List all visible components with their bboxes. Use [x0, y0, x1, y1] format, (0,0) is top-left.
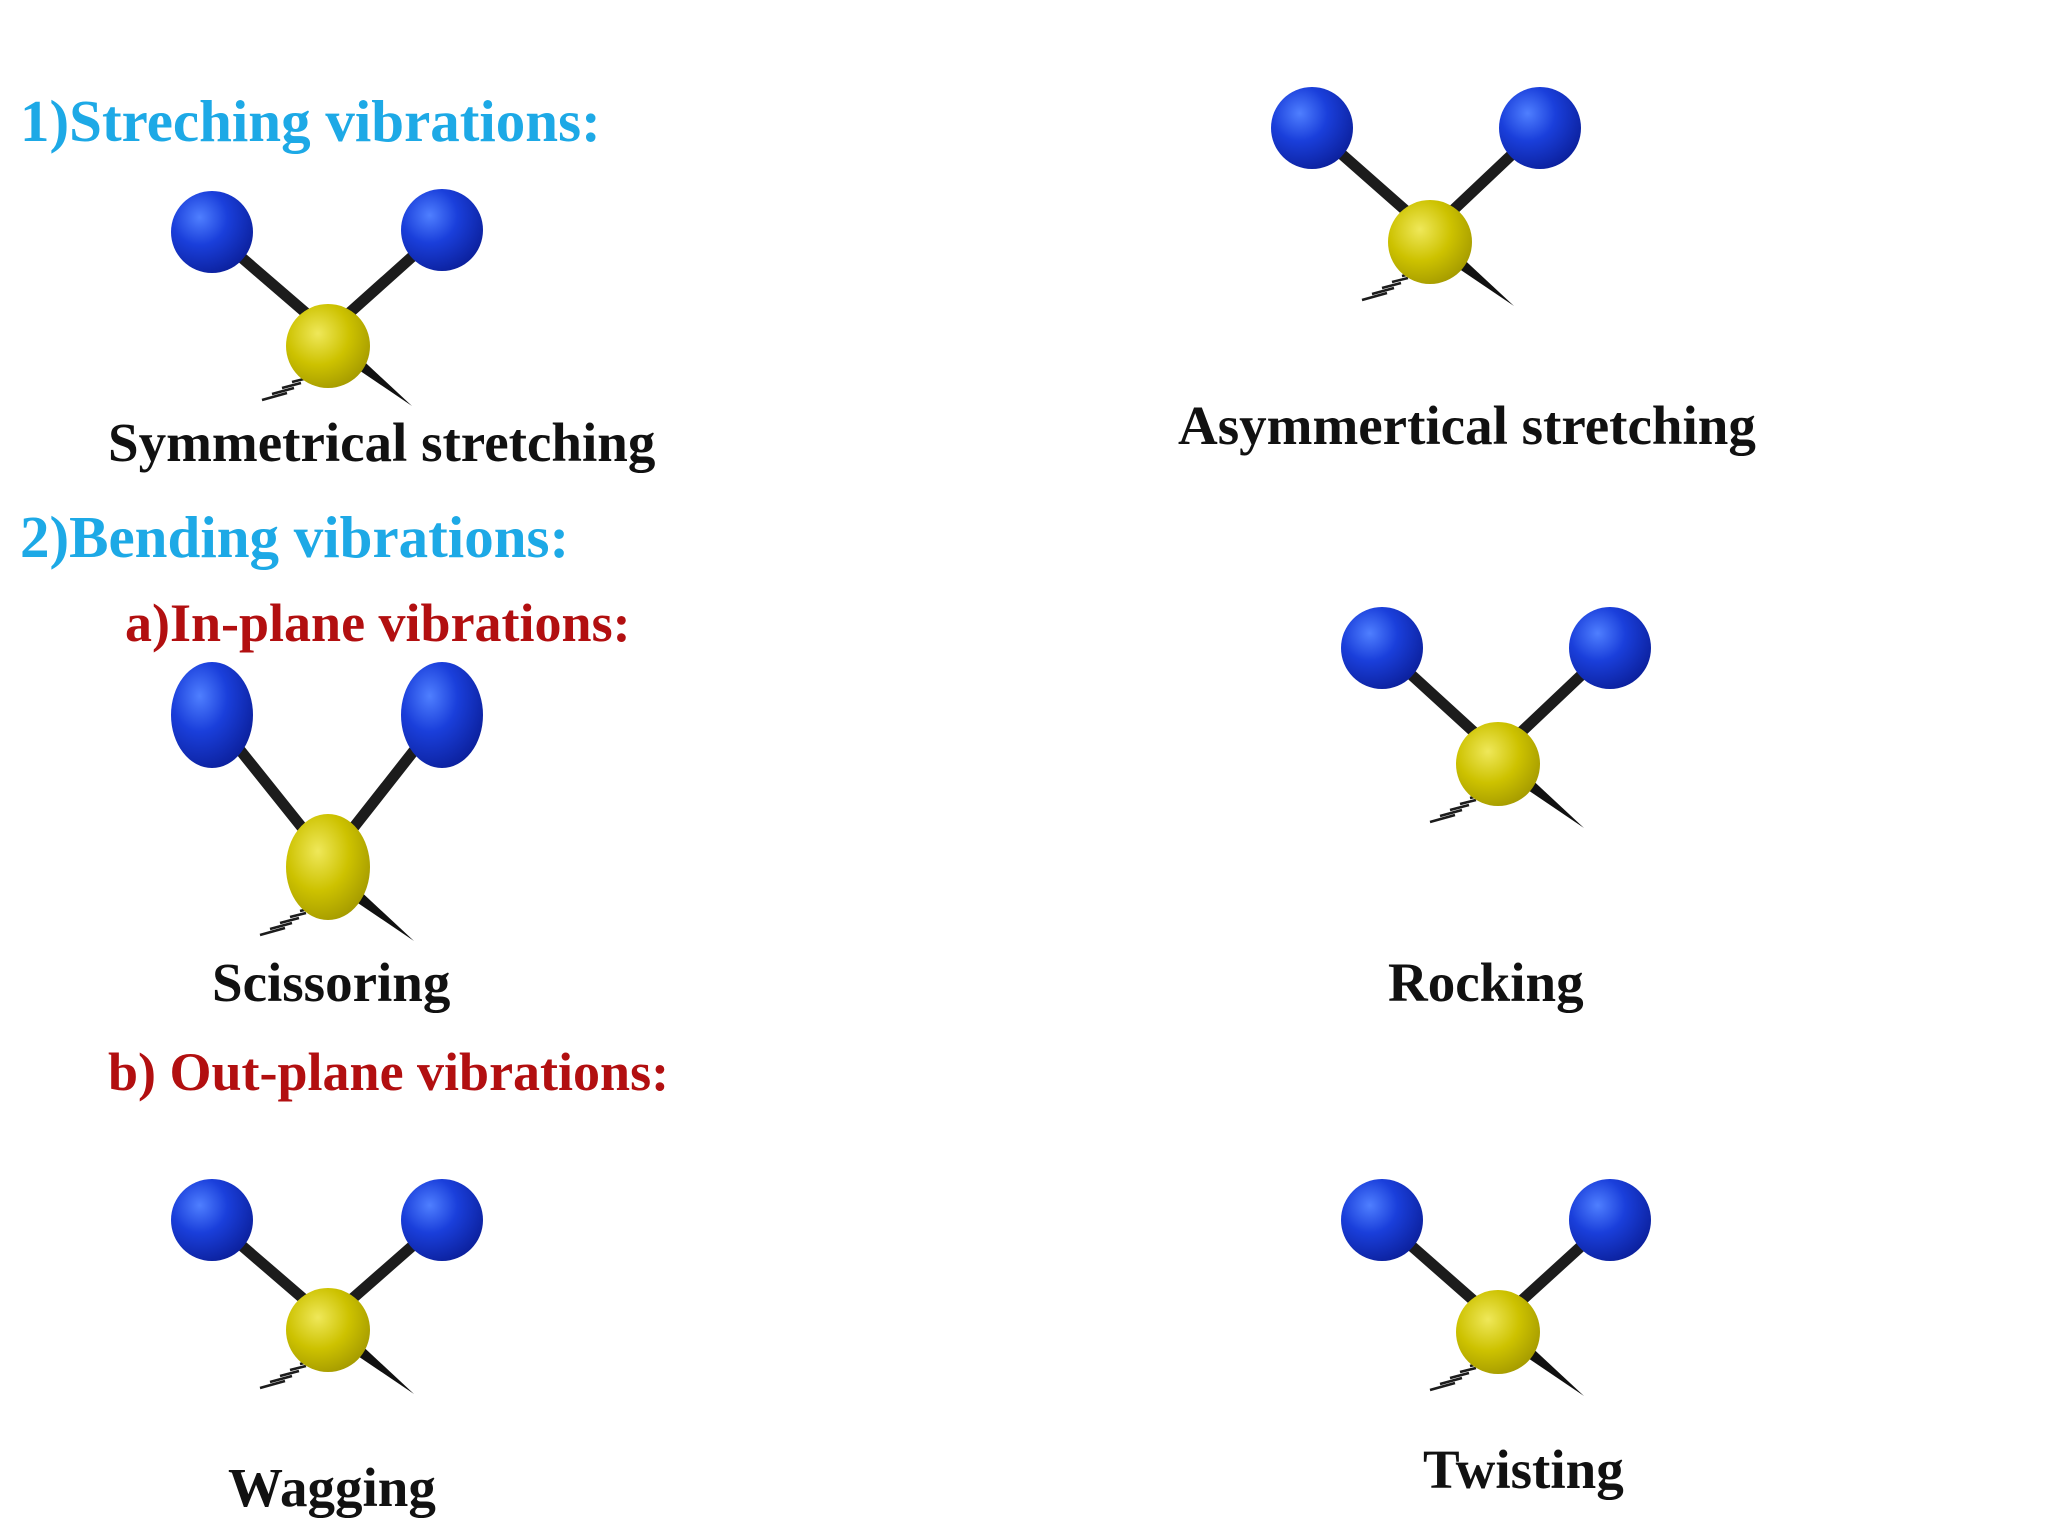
outer-atom-right	[1569, 1179, 1651, 1261]
solid-wedge-bond	[1516, 774, 1584, 828]
asymmetrical-stretching-molecule	[1271, 87, 1581, 306]
symmetrical-stretching-molecule	[171, 189, 483, 406]
central-atom	[286, 304, 370, 388]
outer-atom-left	[1341, 607, 1423, 689]
outer-atom-right	[401, 1179, 483, 1261]
outer-atom-left	[171, 662, 253, 768]
rocking-label: Rocking	[1388, 952, 1584, 1013]
scissoring-label: Scissoring	[212, 952, 451, 1013]
outer-atom-left	[1341, 1179, 1423, 1261]
outer-atom-left	[171, 1179, 253, 1261]
central-atom	[1456, 722, 1540, 806]
outer-atom-left	[1271, 87, 1353, 169]
out-plane-heading: b) Out-plane vibrations:	[108, 1042, 670, 1102]
outer-atom-right	[1499, 87, 1581, 169]
outer-atom-right	[401, 662, 483, 768]
outer-atom-left	[171, 191, 253, 273]
central-atom	[1388, 200, 1472, 284]
stretching-heading: 1)Streching vibrations:	[20, 88, 601, 154]
bending-heading: 2)Bending vibrations:	[20, 504, 570, 570]
wagging-molecule	[171, 1179, 483, 1394]
outer-atom-right	[1569, 607, 1651, 689]
asymmetrical-stretching-label: Asymmertical stretching	[1178, 395, 1756, 456]
symmetrical-stretching-label: Symmetrical stretching	[108, 412, 656, 473]
solid-wedge-bond	[346, 1340, 414, 1394]
in-plane-heading: a)In-plane vibrations:	[125, 593, 631, 653]
central-atom	[1456, 1290, 1540, 1374]
central-atom	[286, 1288, 370, 1372]
twisting-molecule	[1341, 1179, 1651, 1396]
scissoring-molecule	[171, 662, 483, 941]
solid-wedge-bond	[346, 887, 414, 941]
rocking-molecule	[1341, 607, 1651, 828]
wagging-label: Wagging	[228, 1457, 436, 1518]
twisting-label: Twisting	[1423, 1439, 1624, 1500]
outer-atom-right	[401, 189, 483, 271]
central-atom	[286, 814, 370, 920]
solid-wedge-bond	[1516, 1342, 1584, 1396]
